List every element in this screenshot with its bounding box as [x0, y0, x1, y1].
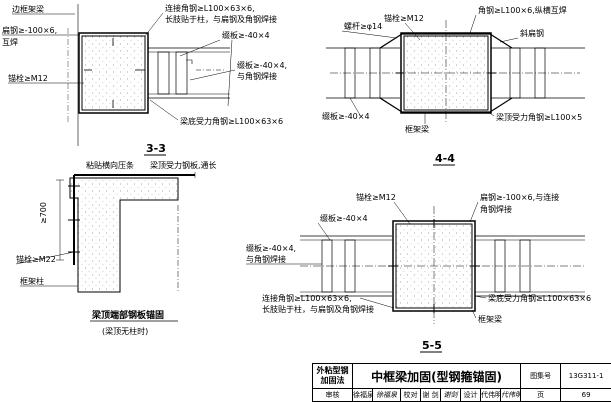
label-5-5-bottom-angle: 梁底受力角钢≥L100×63×6 [488, 293, 591, 303]
designer-name: 代伟明 [480, 388, 501, 402]
section-5-5-title: 5-5 [422, 339, 442, 352]
label-3-3-anchor-bolt: 锚栓≥M12 [8, 73, 48, 83]
label-end-paste-strip: 粘贴横向压条 [86, 160, 134, 170]
label-4-4-anchor-rod: 螺杆≥φ14 [344, 21, 382, 31]
end-anchor-drawing [56, 172, 196, 293]
title-block: 外粘型钢 加固法 中框梁加固(型钢箍锚固) 图集号 13G311-1 审核 徐福… [312, 363, 611, 402]
end-anchor-subtitle: (梁顶无柱时) [102, 326, 148, 336]
checker-name: 谢 剑 [420, 388, 441, 402]
label-5-5-flat-steel-1: 扁钢≥-100×6,与连接 [480, 192, 559, 202]
label-5-5-connect-angle-2: 长肢贴于柱，与扁钢及角钢焊接 [262, 304, 374, 314]
label-3-3-batten2-2: 与角钢焊接 [237, 71, 277, 81]
section-5-5-drawing [300, 206, 585, 324]
reviewer-signature: 徐福泉 [372, 388, 401, 402]
label-3-3-connect-angle-2: 长肢贴于柱，与扁钢及角钢焊接 [165, 14, 277, 24]
label-end-frame-column: 框架柱 [20, 276, 44, 286]
label-3-3-edge-beam: 边框架梁 [12, 4, 44, 14]
label-4-4-anchor-bolt: 锚栓≥M12 [384, 13, 424, 23]
section-4-4-drawing [326, 20, 585, 124]
atlas-number: 13G311-1 [560, 363, 611, 389]
label-end-anchor-bolt: 锚栓≥M22 [16, 254, 56, 264]
label-4-4-diagonal-flat: 斜扁钢 [520, 28, 544, 38]
reviewer-name: 徐福泉 [352, 388, 373, 402]
page-number: 69 [560, 388, 611, 402]
main-title: 中框梁加固(型钢箍锚固) [351, 363, 522, 389]
label-5-5-batten2-1: 缀板≥-40×4, [246, 243, 296, 253]
label-5-5-batten2-2: 与角钢焊接 [246, 254, 286, 264]
label-5-5-frame-beam: 框架梁 [478, 314, 502, 324]
section-3-3-title: 3-3 [146, 142, 166, 155]
label-3-3-batten2-1: 缀板≥-40×4, [237, 60, 287, 70]
category-line-2: 加固法 [320, 376, 345, 385]
designer-signature: 代伟明 [499, 388, 522, 402]
label-5-5-batten: 缀板≥-40×4 [320, 213, 368, 223]
label-4-4-top-angle: 梁顶受力角钢≥L100×5 [496, 112, 582, 122]
label-5-5-flat-steel-2: 角钢焊接 [480, 204, 512, 214]
label-3-3-bottom-angle: 梁底受力角钢≥L100×63×6 [180, 116, 283, 126]
atlas-label: 图集号 [520, 363, 562, 389]
title-category: 外粘型钢 加固法 [312, 363, 353, 389]
label-3-3-flat-steel: 扁钢≥-100×6, [2, 25, 57, 35]
column-3-3 [81, 35, 146, 111]
review-label: 审核 [312, 388, 353, 402]
label-3-3-connect-angle-1: 连接角钢≥L100×63×6, [165, 3, 255, 13]
label-3-3-batten: 缀板≥-40×4 [222, 30, 270, 40]
section-4-4-title: 4-4 [435, 152, 455, 165]
label-5-5-anchor-bolt: 锚栓≥M12 [356, 192, 396, 202]
label-end-top-plate: 梁顶受力钢板,通长 [150, 160, 217, 170]
category-line-1: 外粘型钢 [316, 366, 349, 375]
label-4-4-angle-longitudinal: 角钢≥L100×6,纵横互焊 [478, 5, 567, 15]
label-end-length: ≥700 [39, 202, 48, 224]
page-label: 页 [520, 388, 562, 402]
label-5-5-connect-angle-1: 连接角钢≥L100×63×6, [262, 293, 352, 303]
design-label: 设计 [460, 388, 481, 402]
angle-cage-3-3 [78, 32, 149, 114]
checker-signature: 谢剑 [440, 388, 461, 402]
check-label: 校对 [400, 388, 421, 402]
label-3-3-weld-each: 互焊 [2, 37, 18, 47]
label-4-4-frame-beam: 框架梁 [405, 124, 429, 134]
label-4-4-batten: 缀板≥-40×4 [322, 111, 370, 121]
section-3-3-drawing [67, 4, 233, 146]
end-anchor-title: 梁顶端部钢板锚固 [91, 309, 164, 321]
